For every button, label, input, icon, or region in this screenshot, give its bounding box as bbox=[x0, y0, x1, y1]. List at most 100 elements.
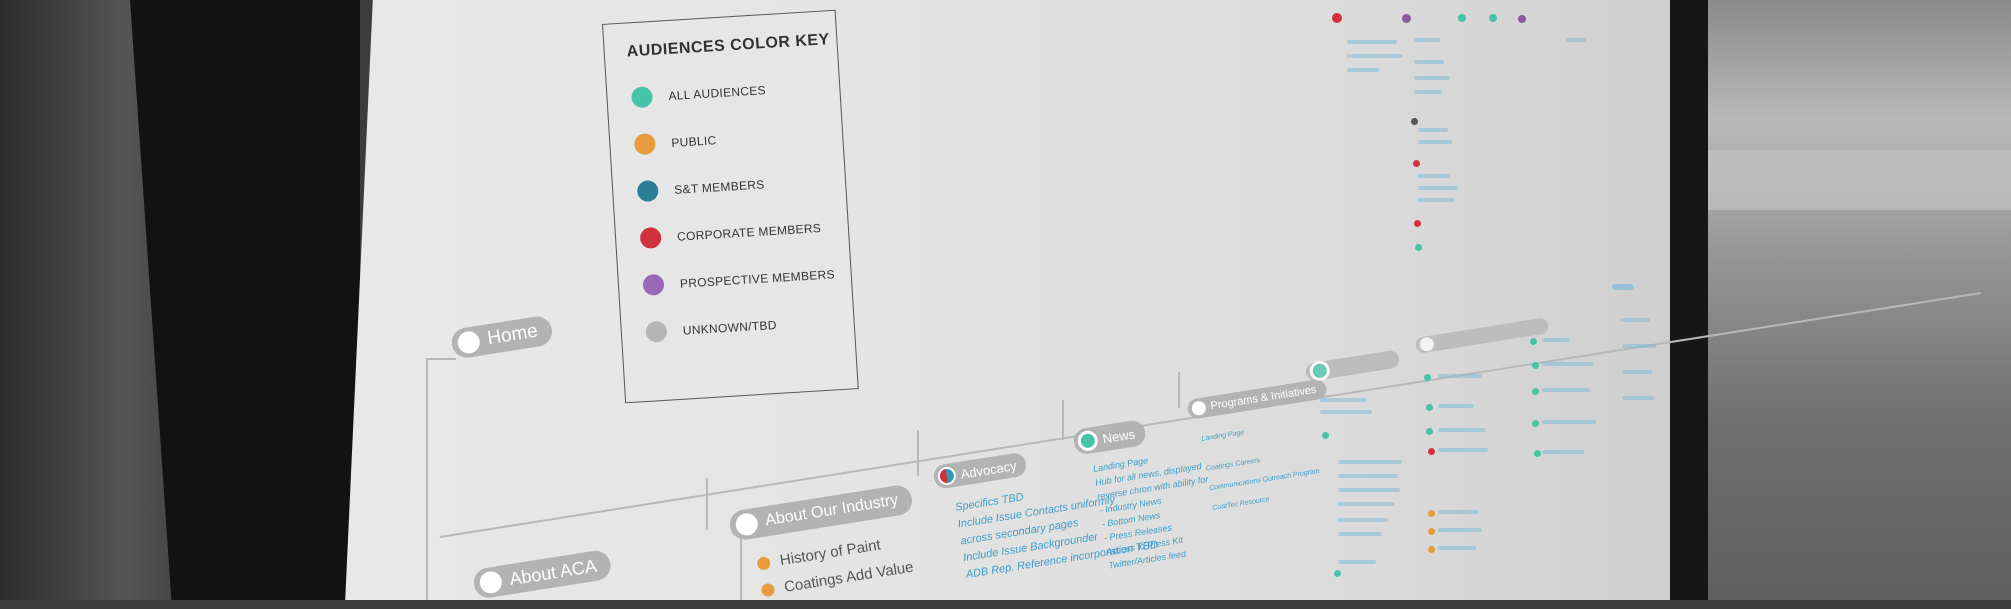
distant-dot bbox=[1414, 220, 1421, 227]
distant-text-bar bbox=[1620, 318, 1650, 322]
distant-text-bar bbox=[1338, 488, 1400, 492]
legend-label: UNKNOWN/TBD bbox=[682, 317, 778, 338]
distant-text-bar bbox=[1418, 186, 1458, 190]
legend-item-corporate-members: CORPORATE MEMBERS bbox=[639, 215, 849, 250]
distant-dot bbox=[1322, 432, 1329, 439]
node-news-label: News bbox=[1101, 425, 1136, 446]
distant-text-bar bbox=[1438, 404, 1474, 408]
distant-dot bbox=[1428, 528, 1435, 535]
distant-dot-purple bbox=[1402, 14, 1411, 23]
distant-dot bbox=[1530, 338, 1537, 345]
connector-home-horizontal bbox=[426, 358, 456, 360]
distant-dot bbox=[1415, 244, 1422, 251]
distant-text-bar bbox=[1612, 284, 1634, 290]
legend-item-st-members: S&T MEMBERS bbox=[636, 168, 846, 203]
legend-swatch bbox=[636, 179, 659, 203]
distant-text-bar bbox=[1347, 54, 1403, 58]
distant-text-bar bbox=[1418, 198, 1454, 202]
distant-text-bar bbox=[1566, 38, 1586, 42]
distant-dot bbox=[1532, 420, 1539, 427]
distant-dot bbox=[1532, 362, 1539, 369]
legend-swatch bbox=[642, 273, 665, 296]
distant-text-bar bbox=[1347, 68, 1379, 72]
legend-label: ALL AUDIENCES bbox=[668, 82, 767, 103]
distant-dot bbox=[1428, 546, 1435, 553]
legend-label: S&T MEMBERS bbox=[673, 176, 765, 197]
distant-dot bbox=[1532, 388, 1539, 395]
node-dot-icon bbox=[456, 329, 482, 355]
monitor-bezel-right bbox=[1668, 0, 1708, 600]
legend-swatch bbox=[633, 132, 657, 156]
distant-text-bar bbox=[1438, 374, 1482, 378]
distant-text-bar bbox=[1320, 410, 1372, 414]
distant-dot bbox=[1411, 118, 1418, 125]
connector-vertical-home bbox=[426, 358, 428, 600]
distant-text-bar bbox=[1338, 532, 1382, 536]
legend-label: CORPORATE MEMBERS bbox=[676, 220, 822, 244]
distant-dot bbox=[1334, 570, 1341, 577]
distant-text-bar bbox=[1438, 448, 1488, 452]
distant-dot-purple-2 bbox=[1518, 15, 1526, 23]
legend-swatch bbox=[645, 320, 668, 343]
audiences-color-key: AUDIENCES COLOR KEY ALL AUDIENCES PUBLIC… bbox=[602, 9, 859, 404]
node-dot-icon bbox=[1418, 336, 1435, 353]
distant-text-bar bbox=[1347, 40, 1397, 44]
connector-industry-drop bbox=[706, 478, 708, 530]
distant-text-bar bbox=[1338, 560, 1376, 564]
distant-text-bar bbox=[1338, 460, 1402, 464]
distant-text-bar bbox=[1438, 546, 1476, 550]
news-children: Landing Page Hub for all news, displayed… bbox=[1092, 444, 1220, 572]
distant-text-bar bbox=[1438, 428, 1486, 432]
distant-text-bar bbox=[1414, 60, 1444, 64]
distant-dot-teal-2 bbox=[1489, 14, 1497, 22]
distant-dot-teal bbox=[1458, 14, 1466, 22]
distant-text-bar bbox=[1414, 38, 1440, 42]
legend-item-public: PUBLIC bbox=[633, 122, 843, 156]
connector-advocacy-drop bbox=[917, 430, 919, 476]
distant-dot-red bbox=[1332, 13, 1342, 23]
distant-text-bar bbox=[1338, 518, 1388, 522]
legend-swatch bbox=[630, 86, 654, 109]
node-dot-icon bbox=[1190, 400, 1207, 417]
distant-dot bbox=[1428, 448, 1435, 455]
distant-dot bbox=[1426, 428, 1433, 435]
node-home-label: Home bbox=[485, 320, 540, 350]
distant-text-bar bbox=[1438, 528, 1482, 532]
legend-item-unknown: UNKNOWN/TBD bbox=[645, 309, 854, 343]
legend-item-prospective-members: PROSPECTIVE MEMBERS bbox=[642, 262, 851, 296]
monitor-bezel-left bbox=[130, 0, 360, 600]
legend-swatch bbox=[639, 226, 662, 250]
background-shelf bbox=[1700, 150, 2011, 210]
color-key-title: AUDIENCES COLOR KEY bbox=[626, 31, 831, 61]
distant-text-bar bbox=[1338, 474, 1398, 478]
distant-text-bar bbox=[1542, 388, 1590, 392]
legend-label: PROSPECTIVE MEMBERS bbox=[679, 266, 836, 291]
distant-text-bar bbox=[1622, 370, 1652, 374]
distant-text-bar bbox=[1542, 420, 1596, 424]
audience-dot bbox=[760, 582, 776, 598]
distant-text-bar bbox=[1622, 344, 1656, 348]
distant-text-bar bbox=[1542, 450, 1584, 454]
distant-text-bar bbox=[1418, 128, 1448, 132]
distant-dot bbox=[1426, 404, 1433, 411]
distant-text-bar bbox=[1542, 362, 1594, 366]
monitor-screen bbox=[345, 0, 1670, 600]
distant-text-bar bbox=[1338, 502, 1394, 506]
node-dot-icon bbox=[936, 465, 958, 487]
connector-news-drop bbox=[1062, 400, 1064, 440]
distant-text-bar bbox=[1414, 90, 1442, 94]
node-advocacy-label: Advocacy bbox=[959, 457, 1018, 482]
distant-dot bbox=[1424, 374, 1431, 381]
distant-text-bar bbox=[1414, 76, 1450, 80]
distant-text-bar bbox=[1622, 396, 1654, 400]
connector-industry-children bbox=[740, 530, 742, 600]
programs-children: Landing Page Coatings Careers Communicat… bbox=[1200, 413, 1324, 519]
node-dot-icon bbox=[734, 511, 760, 537]
legend-item-all-audiences: ALL AUDIENCES bbox=[630, 75, 840, 109]
distant-text-bar bbox=[1418, 140, 1452, 144]
legend-label: PUBLIC bbox=[670, 132, 717, 150]
connector-programs-drop bbox=[1178, 372, 1180, 408]
node-dot-icon bbox=[1076, 429, 1100, 453]
distant-text-bar bbox=[1418, 174, 1450, 178]
distant-dot bbox=[1413, 160, 1420, 167]
